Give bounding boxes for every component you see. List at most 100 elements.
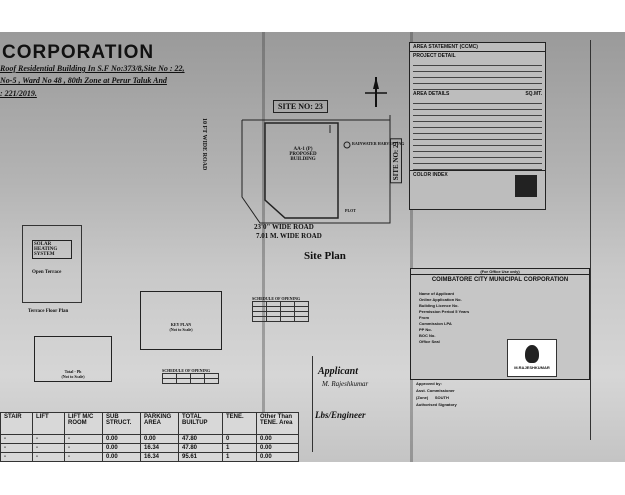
zone-value: SOUTH <box>434 395 449 400</box>
unit-label: SQ.MT. <box>525 91 542 97</box>
cell: 0.00 <box>102 452 141 462</box>
area-statement-title: AREA STATEMENT (CCMC) <box>410 43 545 52</box>
title-line-1: Roof Residential Building In S.F No:373/… <box>0 64 185 73</box>
field-label: Building Licence No. <box>419 303 459 308</box>
signature-panel <box>312 356 410 452</box>
office-use-label: (For Office Use only) <box>411 269 589 275</box>
cell: 16.34 <box>140 452 179 462</box>
color-index-label: COLOR INDEX <box>410 170 545 179</box>
color-swatches <box>515 175 537 197</box>
rainwater-label: RAINWATER HARVESTING <box>352 141 405 146</box>
schedule-of-opening-2: SCHEDULE OF OPENING <box>162 368 219 384</box>
terrace-floor-plan-caption: Terrace Floor Plan <box>28 309 69 314</box>
cell: - <box>64 443 103 453</box>
cell: - <box>0 452 33 462</box>
cell: 1 <box>222 443 257 453</box>
section-box: Total - Ph (Not to Scale) <box>34 336 112 382</box>
cell: 0.00 <box>102 443 141 453</box>
summary-table: STAIR LIFT LIFT M/C ROOM SUB STRUCT. PAR… <box>0 412 299 462</box>
cell: 95.61 <box>178 452 223 462</box>
col-other-area: Other Than TENE. Area <box>256 412 299 435</box>
col-parking-area: PARKING AREA <box>140 412 179 435</box>
approved-by-label: Approved by: <box>416 381 442 386</box>
site-no-label: SITE NO: 23 <box>273 100 328 113</box>
field-label: Permission Period 5 Years <box>419 309 470 314</box>
field-label: Commission LPA <box>419 321 452 326</box>
cell: 0.00 <box>102 434 141 444</box>
fold-line <box>410 32 413 462</box>
col-sub-struct: SUB STRUCT. <box>102 412 141 435</box>
key-plan-box: KEY PLAN (Not to Scale) <box>140 291 222 350</box>
key-plan-note: (Not to Scale) <box>169 327 193 332</box>
project-detail-label: PROJECT DETAIL <box>413 53 456 59</box>
fold-line <box>262 32 265 462</box>
cell: - <box>32 434 65 444</box>
applicant-photo: M.RAJESHKUMAR <box>507 339 557 377</box>
document-title: CORPORATION <box>2 42 155 63</box>
cell: 1 <box>222 452 257 462</box>
photo-caption: M.RAJESHKUMAR <box>514 365 550 370</box>
key-plan-caption: KEY PLAN <box>170 322 192 327</box>
schedule-of-opening: SCHEDULE OF OPENING <box>252 296 309 322</box>
cell: 0.00 <box>256 434 299 444</box>
left-road-label: 10 FT WIDE ROAD <box>201 118 207 171</box>
solar-heating-label: SOLAR HEATING SYSTEM <box>32 240 72 259</box>
applicant-label: Applicant <box>318 366 359 377</box>
schedule-title-2: SCHEDULE OF OPENING <box>162 368 211 373</box>
corporation-title: COIMBATORE CITY MUNICIPAL CORPORATION <box>431 277 569 283</box>
portrait-icon <box>525 345 539 363</box>
cell: 0.00 <box>256 443 299 453</box>
cell: - <box>0 443 33 453</box>
title-line-3: : 221/2019. <box>0 89 37 98</box>
proposed-building-label: AA-1 (P) PROPOSED BUILDING <box>289 147 317 162</box>
corporation-panel: (For Office Use only) COIMBATORE CITY MU… <box>410 268 590 380</box>
title-line-2: No-5 , Ward No 48 , 80th Zone at Perur T… <box>0 76 167 85</box>
col-total-builtup: TOTAL BUILTUP <box>178 412 223 435</box>
col-lift-mc-room: LIFT M/C ROOM <box>64 412 103 435</box>
cell: 0.00 <box>256 452 299 462</box>
area-statement-panel: AREA STATEMENT (CCMC) PROJECT DETAIL ARE… <box>409 42 546 210</box>
site-plot-drawing <box>241 115 391 224</box>
col-lift: LIFT <box>32 412 65 435</box>
cell: - <box>32 443 65 453</box>
north-arrow-icon <box>365 75 387 107</box>
cell: 47.80 <box>178 443 223 453</box>
cell: - <box>64 434 103 444</box>
zone-label: (Zone) <box>416 395 429 400</box>
applicant-signature: M. Rajeshkumar <box>322 380 369 388</box>
site-plan-caption: Site Plan <box>304 250 346 262</box>
border-line <box>590 40 591 440</box>
road-label-metres: 7.01 M. WIDE ROAD <box>256 232 322 240</box>
field-label: Office Seal <box>419 339 440 344</box>
cell: - <box>0 434 33 444</box>
field-label: Name of Applicant <box>419 291 454 296</box>
field-label: From <box>419 315 429 320</box>
section-caption: Total - Ph <box>64 369 82 374</box>
road-label-feet: 23'0" WIDE ROAD <box>254 223 314 231</box>
field-label: BOC No. <box>419 333 436 338</box>
cell: 47.80 <box>178 434 223 444</box>
cell: - <box>32 452 65 462</box>
plot-label: PLOT <box>345 208 356 213</box>
terrace-outline <box>22 225 82 303</box>
asst-commissioner-label: Asst. Commissioner <box>416 388 455 393</box>
cell: - <box>64 452 103 462</box>
approval-block: Approved by: Asst. Commissioner (Zone) S… <box>416 380 457 408</box>
corporation-fields: Name of Applicant Online Application No.… <box>411 285 589 345</box>
field-label: Online Application No. <box>419 297 462 302</box>
cell: 0 <box>222 434 257 444</box>
cell: 0.00 <box>140 434 179 444</box>
area-details-label: AREA DETAILS <box>413 91 450 97</box>
authorised-signatory-label: Authorised Signatory <box>416 402 457 407</box>
section-note: (Not to Scale) <box>61 374 85 379</box>
col-stair: STAIR <box>0 412 33 435</box>
cell: 16.34 <box>140 443 179 453</box>
col-tene: TENE. <box>222 412 257 435</box>
table-header-row: STAIR LIFT LIFT M/C ROOM SUB STRUCT. PAR… <box>0 412 299 435</box>
open-terrace-label: Open Terrace <box>32 270 62 275</box>
field-label: PP No. <box>419 327 432 332</box>
schedule-title: SCHEDULE OF OPENING <box>252 296 301 301</box>
